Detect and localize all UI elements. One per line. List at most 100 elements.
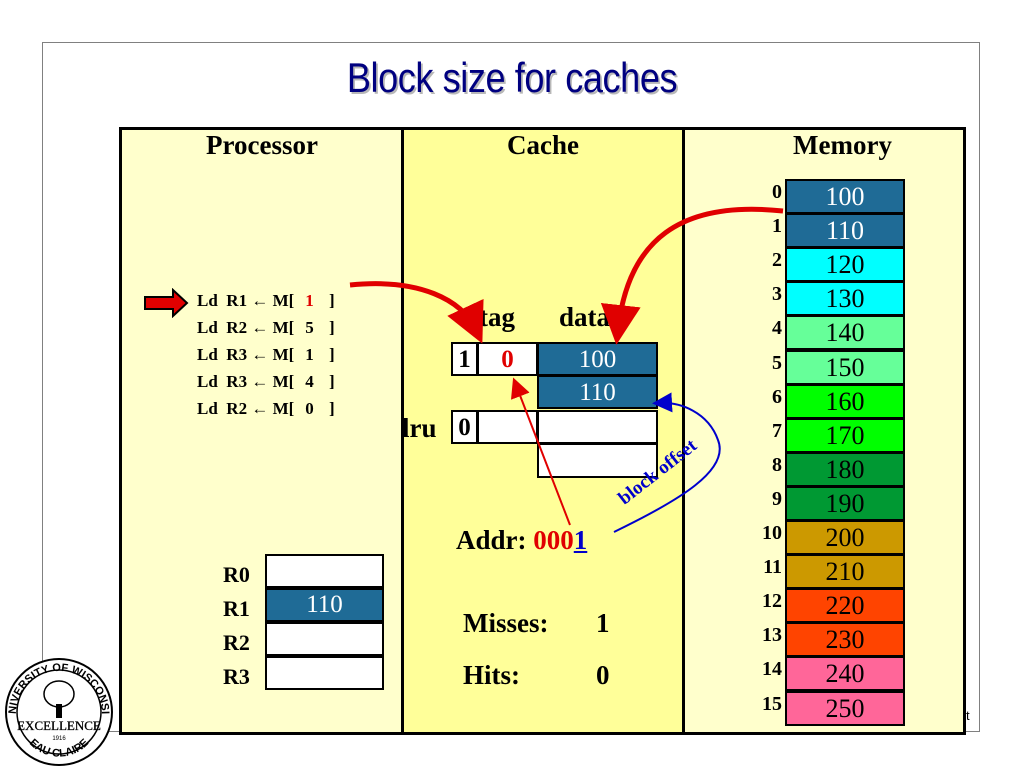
instruction-dest-register: R3 bbox=[226, 345, 248, 364]
memory-cell: 140 bbox=[785, 315, 905, 350]
assign-arrow-icon: ← bbox=[251, 345, 269, 364]
instruction-memory-ref: M[ bbox=[272, 318, 295, 337]
memory-cell: 210 bbox=[785, 554, 905, 589]
memory-cell: 130 bbox=[785, 281, 905, 316]
memory-cell: 160 bbox=[785, 384, 905, 419]
svg-text:EXCELLENCE: EXCELLENCE bbox=[17, 718, 101, 733]
instruction-dest-register: R2 bbox=[226, 318, 248, 337]
instruction-memory-ref: M[ bbox=[272, 399, 295, 418]
memory-cell: 100 bbox=[785, 179, 905, 214]
register-label: R0 bbox=[223, 562, 250, 587]
processor-heading: Processor bbox=[206, 130, 318, 160]
memory-cell: 110 bbox=[785, 213, 905, 248]
data-header: data bbox=[559, 302, 611, 332]
footer-text: t bbox=[966, 708, 970, 723]
register-value bbox=[265, 622, 384, 656]
assign-arrow-icon: ← bbox=[251, 399, 269, 418]
assign-arrow-icon: ← bbox=[251, 372, 269, 391]
register-label: R2 bbox=[223, 630, 250, 655]
memory-address: 8 bbox=[772, 454, 782, 476]
memory-address: 14 bbox=[762, 658, 782, 680]
university-seal-icon: UNIVERSITY OF WISCONSIN EAU CLAIRE EXCEL… bbox=[2, 656, 113, 766]
memory-cell: 150 bbox=[785, 350, 905, 385]
instruction-bracket: ] bbox=[329, 399, 335, 418]
memory-address: 1 bbox=[772, 215, 782, 237]
instruction-address: 1 bbox=[305, 291, 314, 310]
instruction-op: Ld bbox=[197, 345, 218, 364]
memory-cell: 220 bbox=[785, 588, 905, 623]
misses-label: Misses: bbox=[463, 608, 549, 638]
register-label: R1 bbox=[223, 596, 250, 621]
cache-heading: Cache bbox=[507, 130, 579, 160]
hits-count: 0 bbox=[596, 660, 610, 690]
instruction-op: Ld bbox=[197, 372, 218, 391]
tag-header: tag bbox=[479, 302, 515, 332]
instruction-op: Ld bbox=[197, 291, 218, 310]
instruction-bracket: ] bbox=[329, 291, 335, 310]
memory-cell: 120 bbox=[785, 247, 905, 282]
instruction-address: 1 bbox=[305, 345, 314, 364]
cache-tag bbox=[477, 410, 538, 444]
instruction-line: Ld R3 ← M[ 4 ] bbox=[197, 368, 335, 395]
memory-address: 12 bbox=[762, 590, 782, 612]
instruction-memory-ref: M[ bbox=[272, 291, 295, 310]
instruction-address: 0 bbox=[305, 399, 314, 418]
memory-cell: 180 bbox=[785, 452, 905, 487]
instruction-line: Ld R2 ← M[ 5 ] bbox=[197, 314, 335, 341]
cache-valid-bit: 0 bbox=[451, 410, 478, 444]
misses-count: 1 bbox=[596, 608, 610, 638]
hits-label: Hits: bbox=[463, 660, 520, 690]
memory-cell: 250 bbox=[785, 691, 905, 726]
memory-cell: 200 bbox=[785, 520, 905, 555]
instruction-address: 4 bbox=[305, 372, 314, 391]
memory-address: 13 bbox=[762, 624, 782, 646]
instruction-op: Ld bbox=[197, 318, 218, 337]
instruction-dest-register: R3 bbox=[226, 372, 248, 391]
memory-address: 5 bbox=[772, 352, 782, 374]
memory-address: 10 bbox=[762, 522, 782, 544]
memory-cell: 170 bbox=[785, 418, 905, 453]
memory-heading: Memory bbox=[793, 130, 892, 160]
cache-data-word: 110 bbox=[537, 375, 658, 409]
cache-valid-bit: 1 bbox=[451, 342, 478, 376]
instruction-line: Ld R1 ← M[ 1 ] bbox=[197, 287, 335, 314]
memory-address: 0 bbox=[772, 181, 782, 203]
memory-cell: 190 bbox=[785, 486, 905, 521]
address-label: Addr: bbox=[456, 525, 527, 555]
register-label: R3 bbox=[223, 664, 250, 689]
instruction-address: 5 bbox=[305, 318, 314, 337]
instruction-dest-register: R1 bbox=[226, 291, 248, 310]
svg-text:1916: 1916 bbox=[52, 736, 66, 742]
instruction-line: Ld R3 ← M[ 1 ] bbox=[197, 341, 335, 368]
memory-cell: 240 bbox=[785, 656, 905, 691]
address-tag-bits: 000 bbox=[533, 525, 574, 555]
address-readout: Addr: 0001 bbox=[456, 525, 587, 556]
cache-tag: 0 bbox=[477, 342, 538, 376]
cache-data-word bbox=[537, 410, 658, 444]
memory-address: 11 bbox=[763, 556, 782, 578]
assign-arrow-icon: ← bbox=[251, 318, 269, 337]
instruction-op: Ld bbox=[197, 399, 218, 418]
memory-address: 3 bbox=[772, 283, 782, 305]
memory-address: 4 bbox=[772, 317, 782, 339]
instruction-bracket: ] bbox=[329, 318, 335, 337]
memory-address: 7 bbox=[772, 420, 782, 442]
memory-address: 9 bbox=[772, 488, 782, 510]
memory-address: 15 bbox=[762, 693, 782, 715]
cache-data-word: 100 bbox=[537, 342, 658, 376]
memory-address: 2 bbox=[772, 249, 782, 271]
instruction-line: Ld R2 ← M[ 0 ] bbox=[197, 395, 335, 422]
instruction-memory-ref: M[ bbox=[272, 345, 295, 364]
instruction-memory-ref: M[ bbox=[272, 372, 295, 391]
memory-cell: 230 bbox=[785, 622, 905, 657]
address-offset-bit: 1 bbox=[573, 525, 588, 555]
register-value: 110 bbox=[265, 588, 384, 622]
instruction-bracket: ] bbox=[329, 372, 335, 391]
memory-address: 6 bbox=[772, 386, 782, 408]
current-instruction-arrow-icon bbox=[144, 288, 189, 318]
instruction-bracket: ] bbox=[329, 345, 335, 364]
assign-arrow-icon: ← bbox=[251, 291, 269, 310]
register-value bbox=[265, 554, 384, 588]
register-value bbox=[265, 656, 384, 690]
slide-title: Block size for caches bbox=[346, 54, 678, 101]
